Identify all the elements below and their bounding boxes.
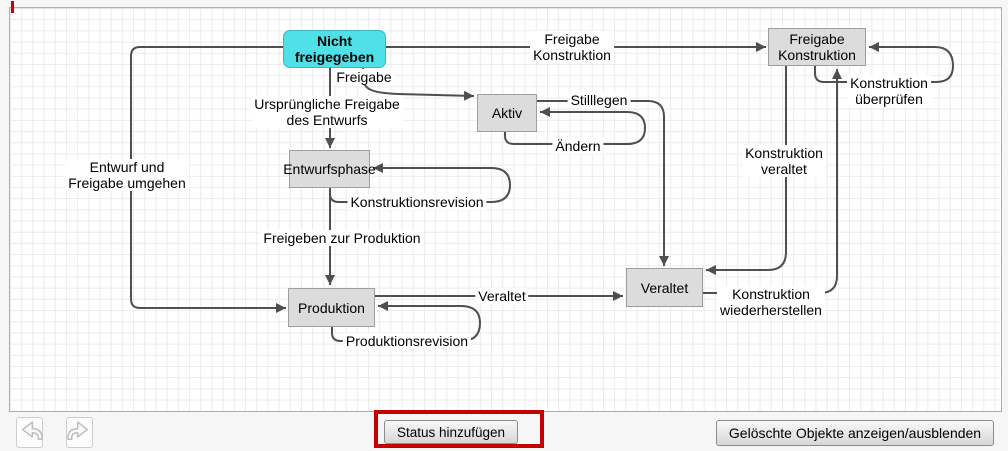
edge-label-freigabe[interactable]: Freigabe [333, 69, 395, 85]
annotation-red-tick [11, 1, 14, 13]
undo-arrow-icon [17, 418, 43, 447]
state-entwurfsphase[interactable]: Entwurfsphase [283, 150, 376, 188]
edge-label-entwurf-umgehen[interactable]: Entwurf und Freigabe umgehen [65, 159, 189, 191]
edge-konstruktionsrevision-loop[interactable] [329, 163, 512, 203]
state-freigabe-konstruktion[interactable]: Freigabe Konstruktion [768, 28, 866, 66]
edge-konstruktion-veraltet[interactable] [706, 66, 787, 275]
redo-button[interactable] [66, 417, 93, 448]
edge-label-konstruktion-veraltet[interactable]: Konstruktion veraltet [742, 145, 826, 177]
edge-label-aendern[interactable]: Ändern [552, 138, 604, 154]
state-veraltet[interactable]: Veraltet [626, 268, 703, 307]
edge-produktionsrevision-loop[interactable] [331, 301, 482, 342]
edge-konstruktion-wiederherstellen[interactable] [703, 69, 842, 294]
edge-label-stilllegen[interactable]: Stilllegen [567, 92, 631, 108]
edge-label-konstruktionsrevision[interactable]: Konstruktionsrevision [347, 194, 487, 210]
state-produktion[interactable]: Produktion [288, 288, 375, 327]
edge-konstruktion-ueberpruefen-loop[interactable] [814, 42, 955, 83]
add-status-button[interactable]: Status hinzufügen [384, 420, 518, 444]
edge-stilllegen[interactable] [537, 100, 669, 266]
edge-label-urspruengliche-freigabe[interactable]: Ursprüngliche Freigabe des Entwurfs [251, 96, 403, 128]
state-aktiv[interactable]: Aktiv [477, 94, 537, 132]
toggle-deleted-objects-button[interactable]: Gelöschte Objekte anzeigen/ausblenden [716, 420, 994, 446]
annotation-highlight-box [374, 410, 544, 448]
edge-label-produktionsrevision[interactable]: Produktionsrevision [342, 333, 472, 349]
edge-label-konstruktion-ueberpruefen[interactable]: Konstruktion überprüfen [847, 75, 931, 107]
edge-label-konstruktion-wiederherstellen[interactable]: Konstruktion wiederherstellen [717, 286, 825, 318]
edge-label-freigeben-zur-produktion[interactable]: Freigeben zur Produktion [260, 230, 424, 246]
edge-aendern-loop[interactable] [504, 107, 647, 145]
state-nicht-freigegeben[interactable]: Nicht freigegeben [283, 30, 386, 68]
redo-arrow-icon [66, 418, 93, 447]
undo-button[interactable] [16, 417, 43, 448]
edge-label-veraltet[interactable]: Veraltet [475, 288, 529, 304]
edge-label-freigabe-konstruktion[interactable]: Freigabe Konstruktion [530, 31, 614, 63]
